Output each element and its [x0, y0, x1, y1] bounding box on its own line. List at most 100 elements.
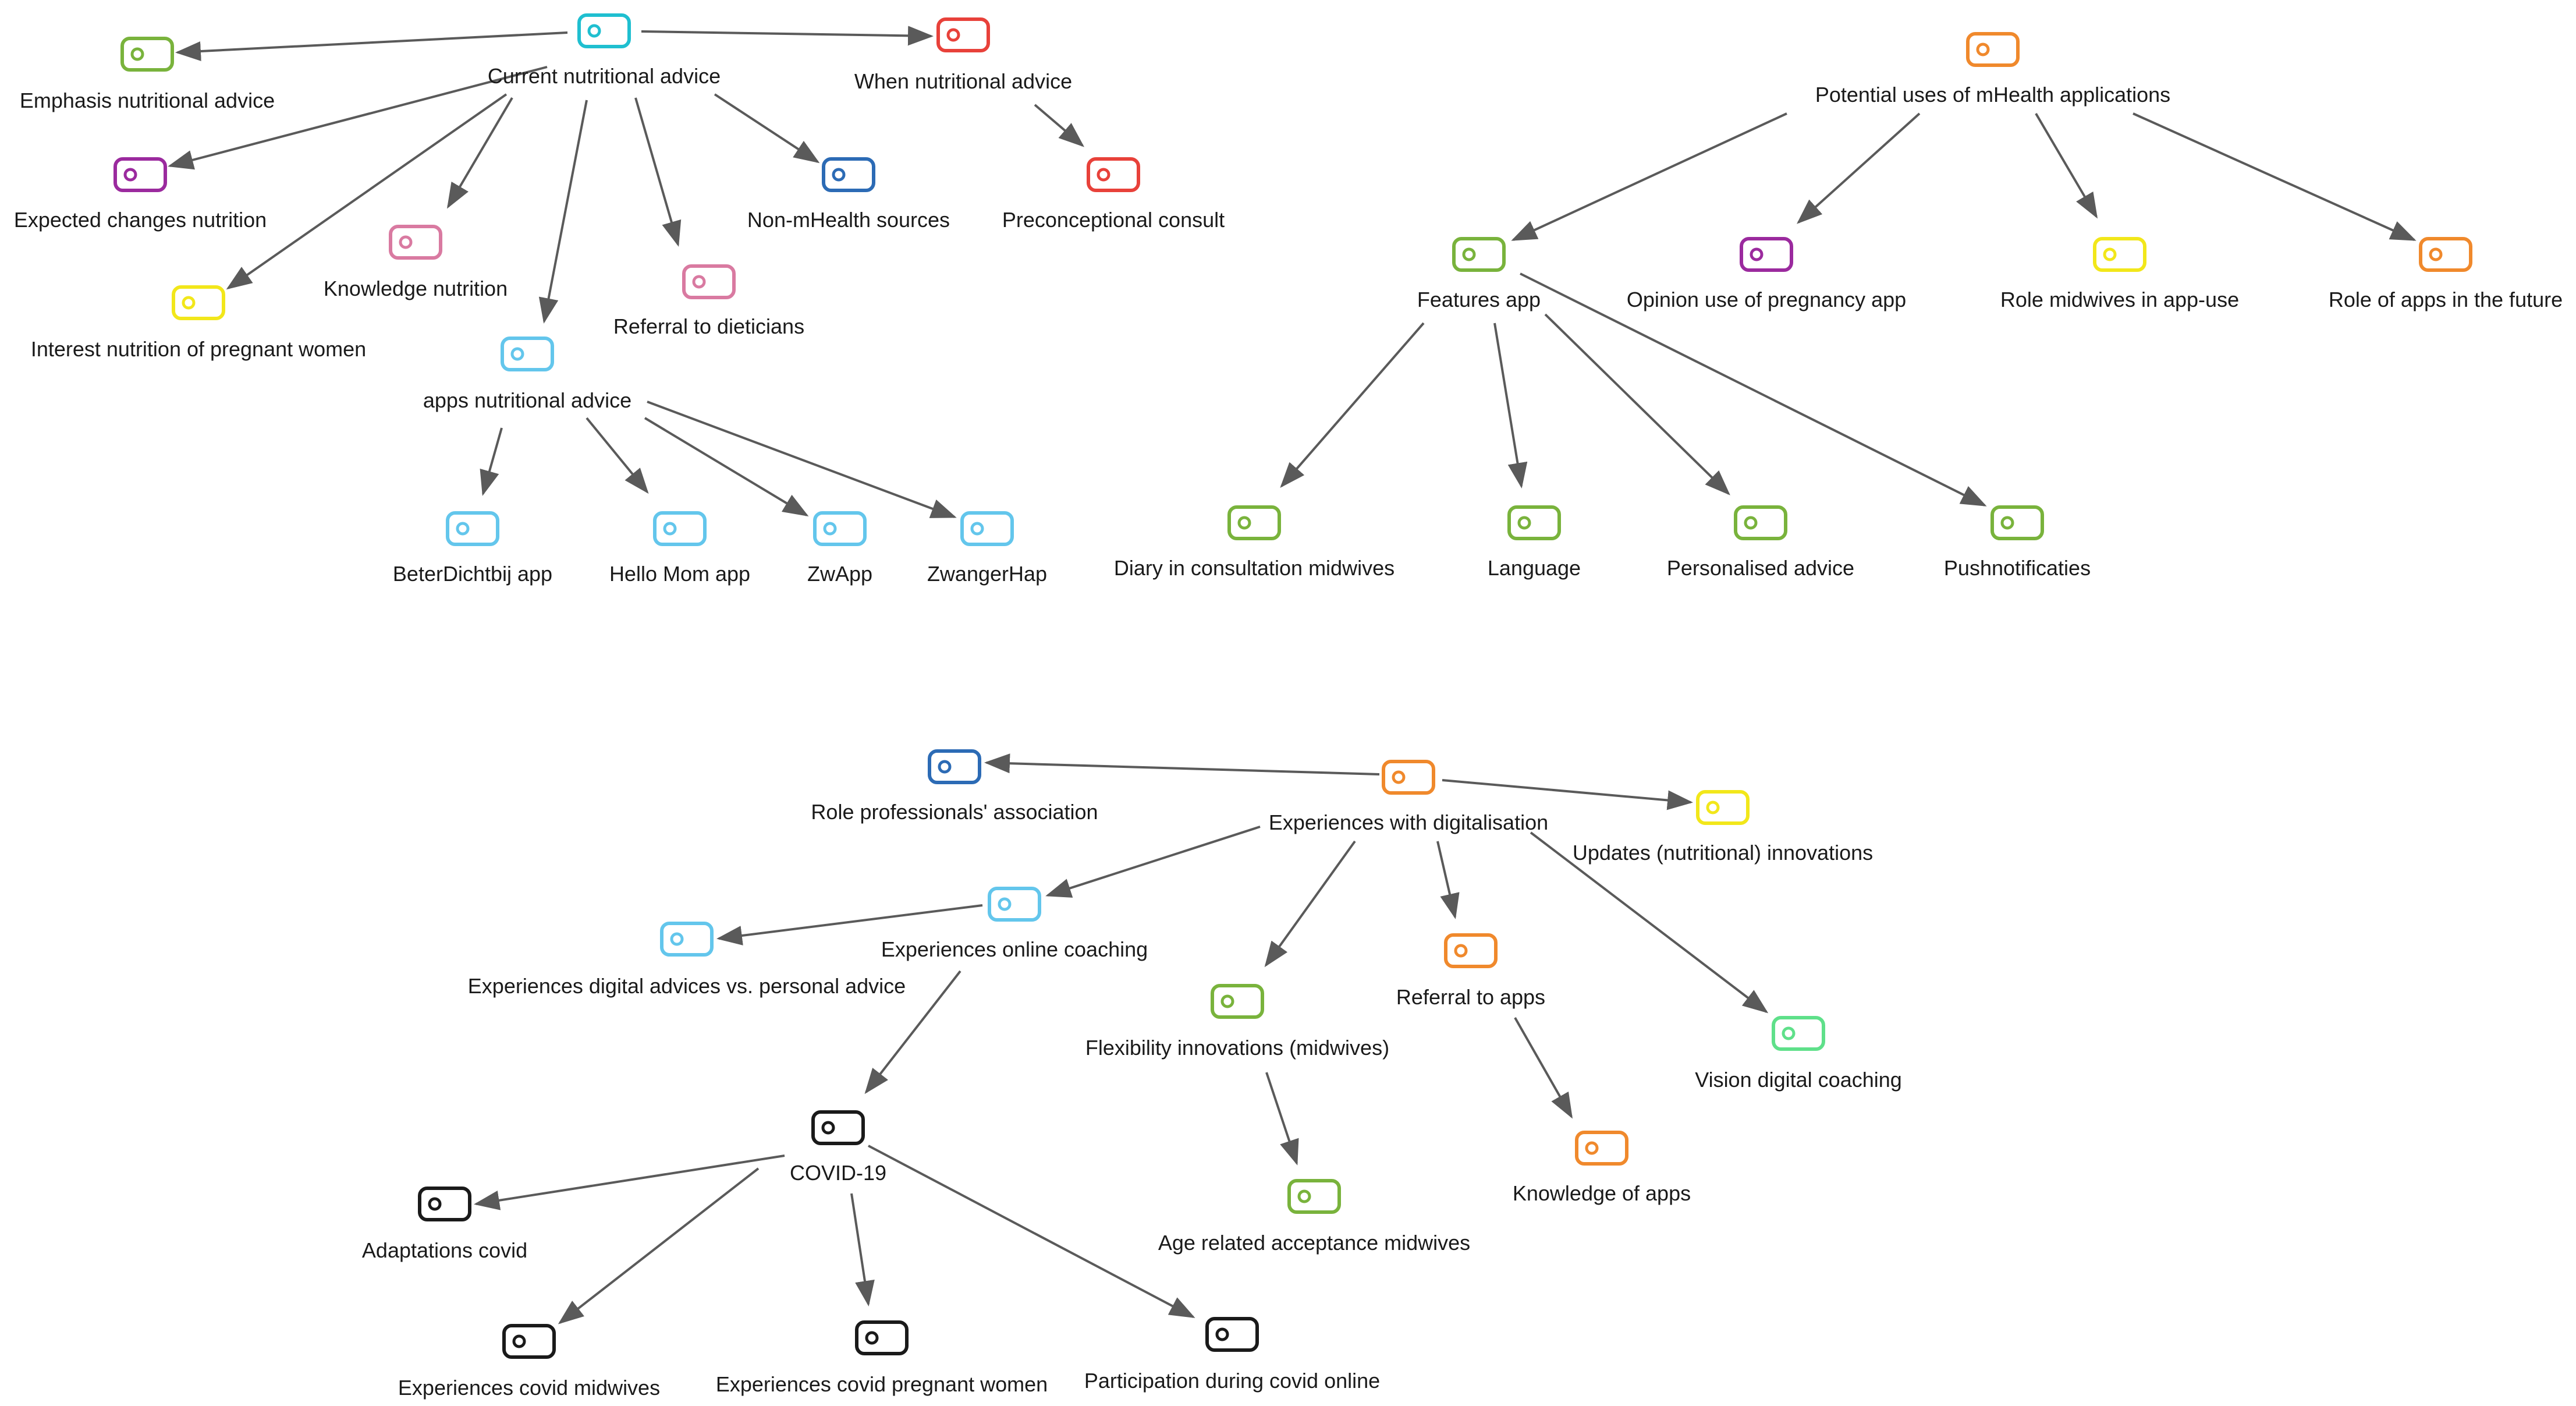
node-participation[interactable]: Participation during covid online [1084, 1317, 1380, 1393]
tag-icon [1575, 1131, 1628, 1166]
node-label: Expected changes nutrition [14, 208, 267, 232]
tag-icon [1211, 984, 1264, 1019]
node-label: Pushnotificaties [1944, 556, 2091, 580]
node-push[interactable]: Pushnotificaties [1944, 505, 2091, 580]
edge-when-to-precon [1034, 104, 1085, 147]
node-label: Referral to dieticians [613, 314, 804, 338]
node-knowledge[interactable]: Knowledge nutrition [324, 225, 508, 300]
edge-current-to-apps [538, 100, 588, 324]
tag-icon [855, 1320, 909, 1355]
edge-current-to-emphasis [175, 31, 568, 61]
edge-potential-to-role_midwives [2035, 112, 2098, 219]
node-label: Experiences digital advices vs. personal… [468, 974, 906, 998]
edge-current-to-interest [226, 93, 508, 290]
node-label: COVID-19 [790, 1161, 886, 1185]
node-language[interactable]: Language [1488, 505, 1581, 580]
node-emphasis[interactable]: Emphasis nutritional advice [20, 37, 275, 112]
edge-online-to-digital_vs [716, 904, 983, 945]
tag-icon [418, 1187, 471, 1221]
node-exp_mid[interactable]: Experiences covid midwives [398, 1324, 660, 1400]
tag-icon [1696, 790, 1750, 825]
node-hello[interactable]: Hello Mom app [609, 511, 750, 586]
tag-icon [813, 511, 867, 546]
node-experiences_dig[interactable]: Experiences with digitalisation [1269, 760, 1548, 834]
tag-icon [1382, 760, 1435, 795]
node-precon[interactable]: Preconceptional consult [1002, 157, 1225, 232]
node-personalised[interactable]: Personalised advice [1667, 505, 1854, 580]
node-flex[interactable]: Flexibility innovations (midwives) [1085, 984, 1389, 1060]
tag-icon [502, 1324, 556, 1359]
edge-flex-to-age [1265, 1072, 1299, 1166]
node-label: Referral to apps [1396, 985, 1545, 1009]
node-label: Experiences with digitalisation [1269, 810, 1548, 834]
edge-current-to-when [641, 26, 934, 46]
tag-icon [682, 264, 736, 299]
node-adapt[interactable]: Adaptations covid [362, 1187, 527, 1262]
node-label: ZwangerHap [927, 562, 1047, 586]
node-nonmhealth[interactable]: Non-mHealth sources [747, 157, 950, 232]
node-role_future[interactable]: Role of apps in the future [2329, 237, 2563, 311]
node-potential[interactable]: Potential uses of mHealth applications [1815, 32, 2170, 107]
node-apps[interactable]: apps nutritional advice [423, 337, 631, 412]
node-diary[interactable]: Diary in consultation midwives [1114, 505, 1395, 580]
node-online[interactable]: Experiences online coaching [881, 887, 1148, 961]
node-label: Preconceptional consult [1002, 208, 1225, 232]
tag-icon [577, 13, 631, 48]
edge-experiences_dig-to-vision [1530, 831, 1769, 1014]
node-label: When nutritional advice [854, 69, 1072, 93]
node-label: Knowledge nutrition [324, 277, 508, 300]
node-role_prof[interactable]: Role professionals' association [811, 749, 1098, 824]
tag-icon [1772, 1016, 1825, 1051]
edge-experiences_dig-to-flex [1264, 840, 1356, 968]
node-when[interactable]: When nutritional advice [854, 17, 1072, 93]
node-covid[interactable]: COVID-19 [790, 1110, 886, 1185]
node-current[interactable]: Current nutritional advice [488, 13, 721, 88]
node-label: Adaptations covid [362, 1238, 527, 1262]
edge-covid-to-participation [868, 1145, 1195, 1318]
tag-icon [172, 285, 225, 320]
node-zwanger[interactable]: ZwangerHap [927, 511, 1047, 586]
edge-experiences_dig-to-role_prof [984, 753, 1380, 775]
tag-icon [988, 887, 1041, 922]
node-label: Updates (nutritional) innovations [1573, 841, 1873, 865]
tag-icon [653, 511, 707, 546]
tag-icon [446, 511, 499, 546]
edge-features-to-diary [1280, 322, 1425, 488]
node-label: Interest nutrition of pregnant women [31, 337, 366, 361]
edge-covid-to-exp_mid [558, 1167, 760, 1324]
node-features[interactable]: Features app [1417, 237, 1541, 311]
tag-icon [822, 157, 875, 192]
tag-icon [1734, 505, 1787, 540]
node-exp_preg[interactable]: Experiences covid pregnant women [716, 1320, 1048, 1396]
node-referral_apps[interactable]: Referral to apps [1396, 933, 1545, 1009]
node-label: Hello Mom app [609, 562, 750, 586]
node-updates[interactable]: Updates (nutritional) innovations [1573, 790, 1873, 865]
node-label: Vision digital coaching [1695, 1068, 1902, 1092]
tag-icon [1452, 237, 1506, 272]
edge-current-to-referral_diet [634, 97, 682, 247]
tag-icon [660, 922, 714, 957]
node-label: Age related acceptance midwives [1158, 1231, 1470, 1255]
node-label: apps nutritional advice [423, 388, 631, 412]
node-label: Participation during covid online [1084, 1369, 1380, 1393]
node-zwapp[interactable]: ZwApp [807, 511, 872, 586]
node-age[interactable]: Age related acceptance midwives [1158, 1179, 1470, 1255]
node-beter[interactable]: BeterDichtbij app [393, 511, 552, 586]
tag-icon [1444, 933, 1498, 968]
tag-icon [1507, 505, 1561, 540]
node-interest[interactable]: Interest nutrition of pregnant women [31, 285, 366, 361]
node-referral_diet[interactable]: Referral to dieticians [613, 264, 804, 338]
tag-icon [811, 1110, 865, 1145]
node-expected[interactable]: Expected changes nutrition [14, 157, 267, 232]
edge-current-to-expected [168, 66, 548, 170]
node-digital_vs[interactable]: Experiences digital advices vs. personal… [468, 922, 906, 998]
node-opinion[interactable]: Opinion use of pregnancy app [1627, 237, 1906, 311]
node-vision[interactable]: Vision digital coaching [1695, 1016, 1902, 1092]
node-role_midwives[interactable]: Role midwives in app-use [2000, 237, 2239, 311]
node-label: Opinion use of pregnancy app [1627, 288, 1906, 311]
node-knowledge_apps[interactable]: Knowledge of apps [1513, 1131, 1691, 1205]
tag-icon [1205, 1317, 1259, 1352]
node-label: Features app [1417, 288, 1541, 311]
edge-apps-to-hello [586, 417, 649, 494]
